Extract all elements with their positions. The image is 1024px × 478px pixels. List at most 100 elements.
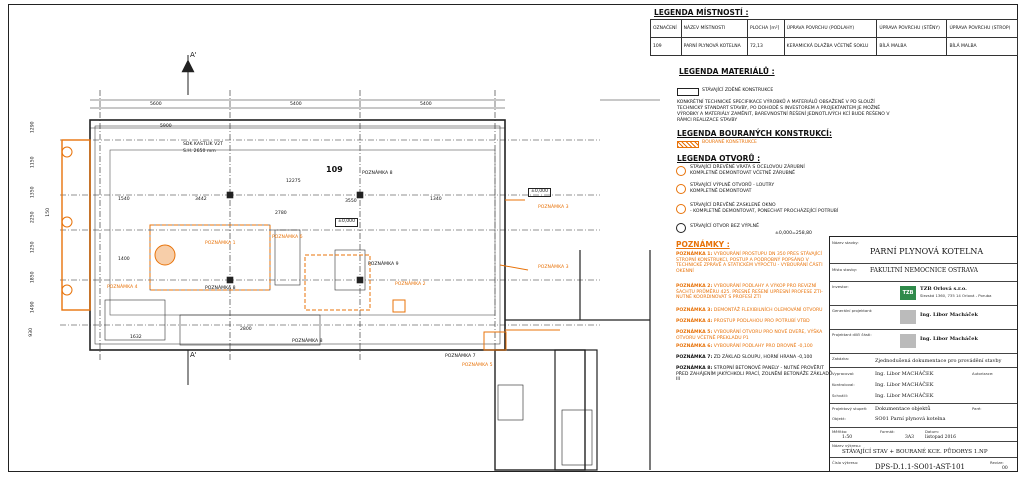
tb-vypracoval: Ing. Libor MACHÁČEK xyxy=(875,371,934,377)
tb-kontroloval: Ing. Libor MACHÁČEK xyxy=(875,382,934,388)
tb-revize-label: Revize: xyxy=(990,460,1004,465)
note-8: POZNÁMKA 8: STROPNÍ BETONOVÉ PANELY - NU… xyxy=(676,366,833,383)
note-6: POZNÁMKA 6: VYBOURÁNÍ PODLAHY PRO DROVNĚ… xyxy=(676,344,813,349)
room-code: 109 xyxy=(650,37,682,56)
dim-misc-1: 5900 xyxy=(160,124,172,129)
note-1: POZNÁMKA 1: VYBOURÁNÍ PROSTUPU DN 350 PŘ… xyxy=(676,252,823,275)
tb-autorizace-label: Autorizace: xyxy=(972,371,994,376)
plan-note-8c: POZNÁMKA 8 xyxy=(292,339,323,344)
engineer-stamp-icon xyxy=(900,310,916,324)
tb-sch-label: Schválil: xyxy=(832,393,848,398)
tb-row-vykres: Název výkresu: STÁVAJÍCÍ STAV + BOURANÉ … xyxy=(830,441,1017,457)
demolition-label: BOURANÉ KONSTRUKCE xyxy=(702,140,757,145)
room-number: 109 xyxy=(326,165,343,174)
tb-datum: listopad 2016 xyxy=(925,435,957,440)
note-4: POZNÁMKA 4: PROSTUP PODLAHOU PRO POTRUBÍ… xyxy=(676,319,810,324)
dim-top-3: 5400 xyxy=(420,102,432,107)
room-th-code: OZNAČENÍ xyxy=(650,19,682,38)
tb-format: 3A3 xyxy=(905,435,914,440)
plan-note-3b: POZNÁMKA 3 xyxy=(538,265,569,270)
level-tag-2: ±0,000 xyxy=(528,188,552,197)
room-name: PARNÍ PLYNOVÁ KOTELNA xyxy=(680,37,748,56)
opening-icon-4 xyxy=(676,223,686,233)
tb-engineer-2: Ing. Libor Macháček xyxy=(920,336,978,342)
tb-kon-label: Kontroloval: xyxy=(832,382,855,387)
dim-left-2: 1150 xyxy=(30,156,36,169)
dim-left-4: 2250 xyxy=(30,211,36,224)
materials-note: KONKRÉTNÍ TECHNICKÉ SPECIFIKACE VÝROBKŮ … xyxy=(677,100,890,123)
tb-stavba: PARNÍ PLYNOVÁ KOTELNA xyxy=(870,247,984,256)
shaft-label: SDK KASTLÍK V2T xyxy=(183,142,223,147)
tb-format-label: Formát: xyxy=(880,429,895,434)
section-mark-top: A' xyxy=(190,51,197,59)
plan-note-6: POZNÁMKA 6 xyxy=(272,235,303,240)
tb-cast-label: Objekt: xyxy=(832,416,846,421)
demolition-heading: LEGENDA BOURANÝCH KONSTRUKCÍ: xyxy=(677,129,832,138)
tb-meritko-label: Měřítko: xyxy=(832,429,848,434)
dim-top-1: 5600 xyxy=(150,102,162,107)
room-walls: BÍLÁ MALBA xyxy=(876,37,948,56)
opening-icon-2 xyxy=(676,184,686,194)
tb-datum-label: Datum: xyxy=(925,429,940,434)
tb-company: TZB Orlová s.r.o. xyxy=(920,286,967,292)
tb-row-meritko: Měřítko: 1:50 Formát: 3A3 Datum: listopa… xyxy=(830,427,1017,441)
tzb-logo: TZB xyxy=(900,286,916,300)
note-7: POZNÁMKA 7: ZD ZÁKLAD SLOUPU, HORNÍ HRAN… xyxy=(676,355,813,360)
tb-engineer: Ing. Libor Macháček xyxy=(920,312,978,318)
tb-schvalil: Ing. Libor MACHÁČEK xyxy=(875,393,934,399)
room-th-ceiling: ÚPRAVA POVRCHU (STROP) xyxy=(946,19,1018,38)
room-th-name: NÁZEV MÍSTNOSTI xyxy=(680,19,748,38)
notes-heading: POZNÁMKY : xyxy=(676,240,730,249)
tb-row-investor: Investor: TZB TZB Orlová s.r.o. Slezská … xyxy=(830,281,1017,305)
tb-zakazka: Zjednodušená dokumentace pro provádění s… xyxy=(875,358,1002,364)
plan-note-2: POZNÁMKA 2 xyxy=(395,282,426,287)
opening-4a: STÁVAJÍCÍ OTVOR BEZ VÝPLNĚ xyxy=(690,224,759,229)
tb-misto-label: Místo stavby: xyxy=(832,267,858,272)
tb-vykres: STÁVAJÍCÍ STAV + BOURANÉ KCE. PŮDORYS 1.… xyxy=(842,449,988,455)
dim-mid-3: 3442 xyxy=(195,197,207,202)
dim-low-4: 3550 xyxy=(345,199,357,204)
plan-note-4: POZNÁMKA 4 xyxy=(107,285,138,290)
room-th-area: PLOCHA [m²] xyxy=(746,19,785,38)
tb-cast: SO01 Parní plynová kotelna xyxy=(875,416,946,422)
room-ceiling: BÍLÁ MALBA xyxy=(946,37,1018,56)
dim-mid-1: 12275 xyxy=(286,179,301,184)
tb-odp-label: Projektant dílčí části: xyxy=(832,332,872,337)
room-legend-heading: LEGENDA MÍSTNOSTÍ : xyxy=(654,8,749,17)
plan-note-8b: POZNÁMKA 8 xyxy=(205,286,236,291)
tb-cislo-label: Číslo výkresu: xyxy=(832,460,859,465)
dim-left-5: 1250 xyxy=(30,241,36,254)
dim-left-3: 1350 xyxy=(30,186,36,199)
tb-row-people: Vypracoval: Ing. Libor MACHÁČEK Kontrolo… xyxy=(830,367,1017,403)
dim-left-1: 1290 xyxy=(30,121,36,134)
plan-note-5: POZNÁMKA 5 xyxy=(462,363,493,368)
dim-low-3: 2800 xyxy=(240,327,252,332)
opening-icon-3 xyxy=(676,204,686,214)
opening-icon-1 xyxy=(676,166,686,176)
tb-row-cislo: Číslo výkresu: DPS-D.1.1-SO01-AST-101 Re… xyxy=(830,457,1017,473)
dim-left-6: 1850 xyxy=(30,271,36,284)
tb-gp-label: Generální projektant: xyxy=(832,308,873,313)
openings-heading: LEGENDA OTVORŮ : xyxy=(677,154,761,163)
room-area: 72,13 xyxy=(746,37,785,56)
note-3: POZNÁMKA 3: DEMONTÁŽ FLEXIBILNÍCH OLEMOV… xyxy=(676,308,823,313)
title-block: Název stavby: PARNÍ PLYNOVÁ KOTELNA Míst… xyxy=(829,236,1018,472)
dim-low-1: 1400 xyxy=(118,257,130,262)
plan-note-8a: POZNÁMKA 8 xyxy=(362,171,393,176)
tb-stupen-label: Projektový stupeň: xyxy=(832,406,868,411)
opening-3b: - KOMPLETNĚ DEMONTOVAT, PONECHAT PROCHÁZ… xyxy=(690,209,839,214)
demolition-swatch xyxy=(677,141,699,148)
tb-vyp-label: Vypracoval: xyxy=(832,371,855,376)
existing-wall-label: STÁVAJÍCÍ ZDĚNÉ KONSTRUKCE xyxy=(702,88,774,93)
opening-2b: KOMPLETNĚ DEMONTOVAT xyxy=(690,189,752,194)
demolished-wall-left xyxy=(61,139,91,311)
opening-1a: STÁVAJÍCÍ DŘEVĚNÉ VRATA S OCELOVOU ZÁRUB… xyxy=(690,165,805,170)
room-th-walls: ÚPRAVA POVRCHU (STĚNY) xyxy=(876,19,948,38)
tb-revize: 00 xyxy=(1002,466,1008,471)
dim-left-9: 930 xyxy=(29,327,35,337)
tb-row-odp: Projektant dílčí části: Ing. Libor Machá… xyxy=(830,329,1017,353)
plan-note-9: POZNÁMKA 9 xyxy=(368,262,399,267)
section-mark-bottom: A' xyxy=(190,351,197,359)
tb-zak-label: Zakázka: xyxy=(832,356,850,361)
